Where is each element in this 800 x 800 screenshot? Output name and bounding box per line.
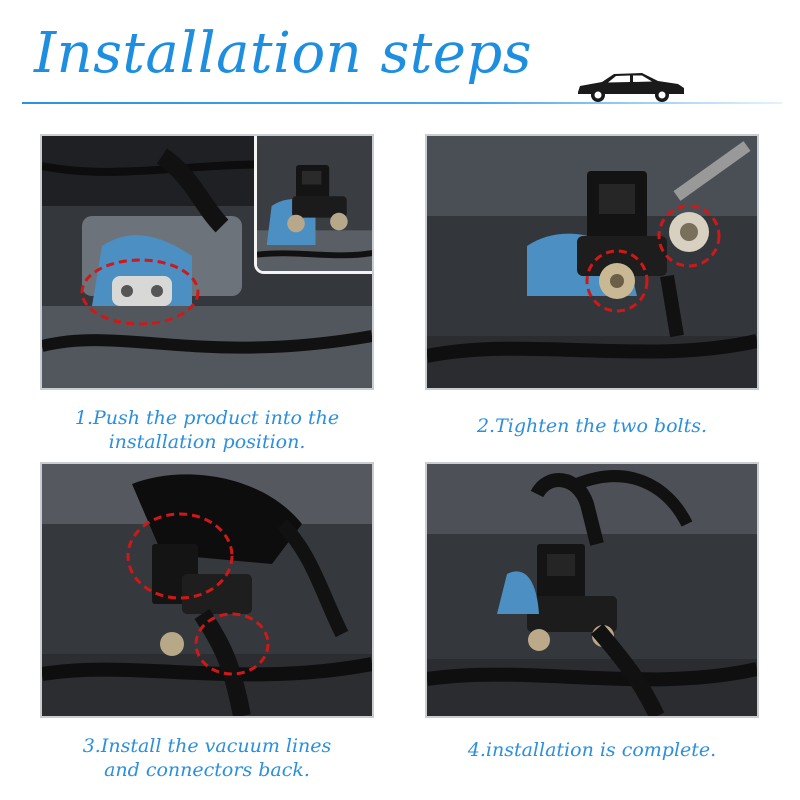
step-4-photo — [425, 462, 759, 718]
page-title: Installation steps — [34, 21, 532, 86]
step-3-caption: 3.Install the vacuum lines and connector… — [82, 735, 332, 781]
step-2-highlight-circle-left — [585, 249, 649, 313]
step-1-highlight-circle — [80, 258, 200, 326]
step-2-highlight-circle-right — [657, 204, 721, 268]
step-3-highlight-circle-top — [126, 512, 234, 600]
step-3-highlight-circle-bottom — [194, 612, 270, 676]
step-1-caption: 1.Push the product into the installation… — [74, 407, 340, 453]
step-1-inset-photo — [254, 136, 372, 274]
header-divider — [22, 102, 782, 104]
step-2-caption: 2.Tighten the two bolts. — [476, 415, 708, 437]
step-1-photo — [40, 134, 374, 390]
step-4-caption: 4.installation is complete. — [467, 739, 717, 761]
step-3-photo — [40, 462, 374, 718]
car-icon — [578, 73, 684, 102]
step-2-photo — [425, 134, 759, 390]
